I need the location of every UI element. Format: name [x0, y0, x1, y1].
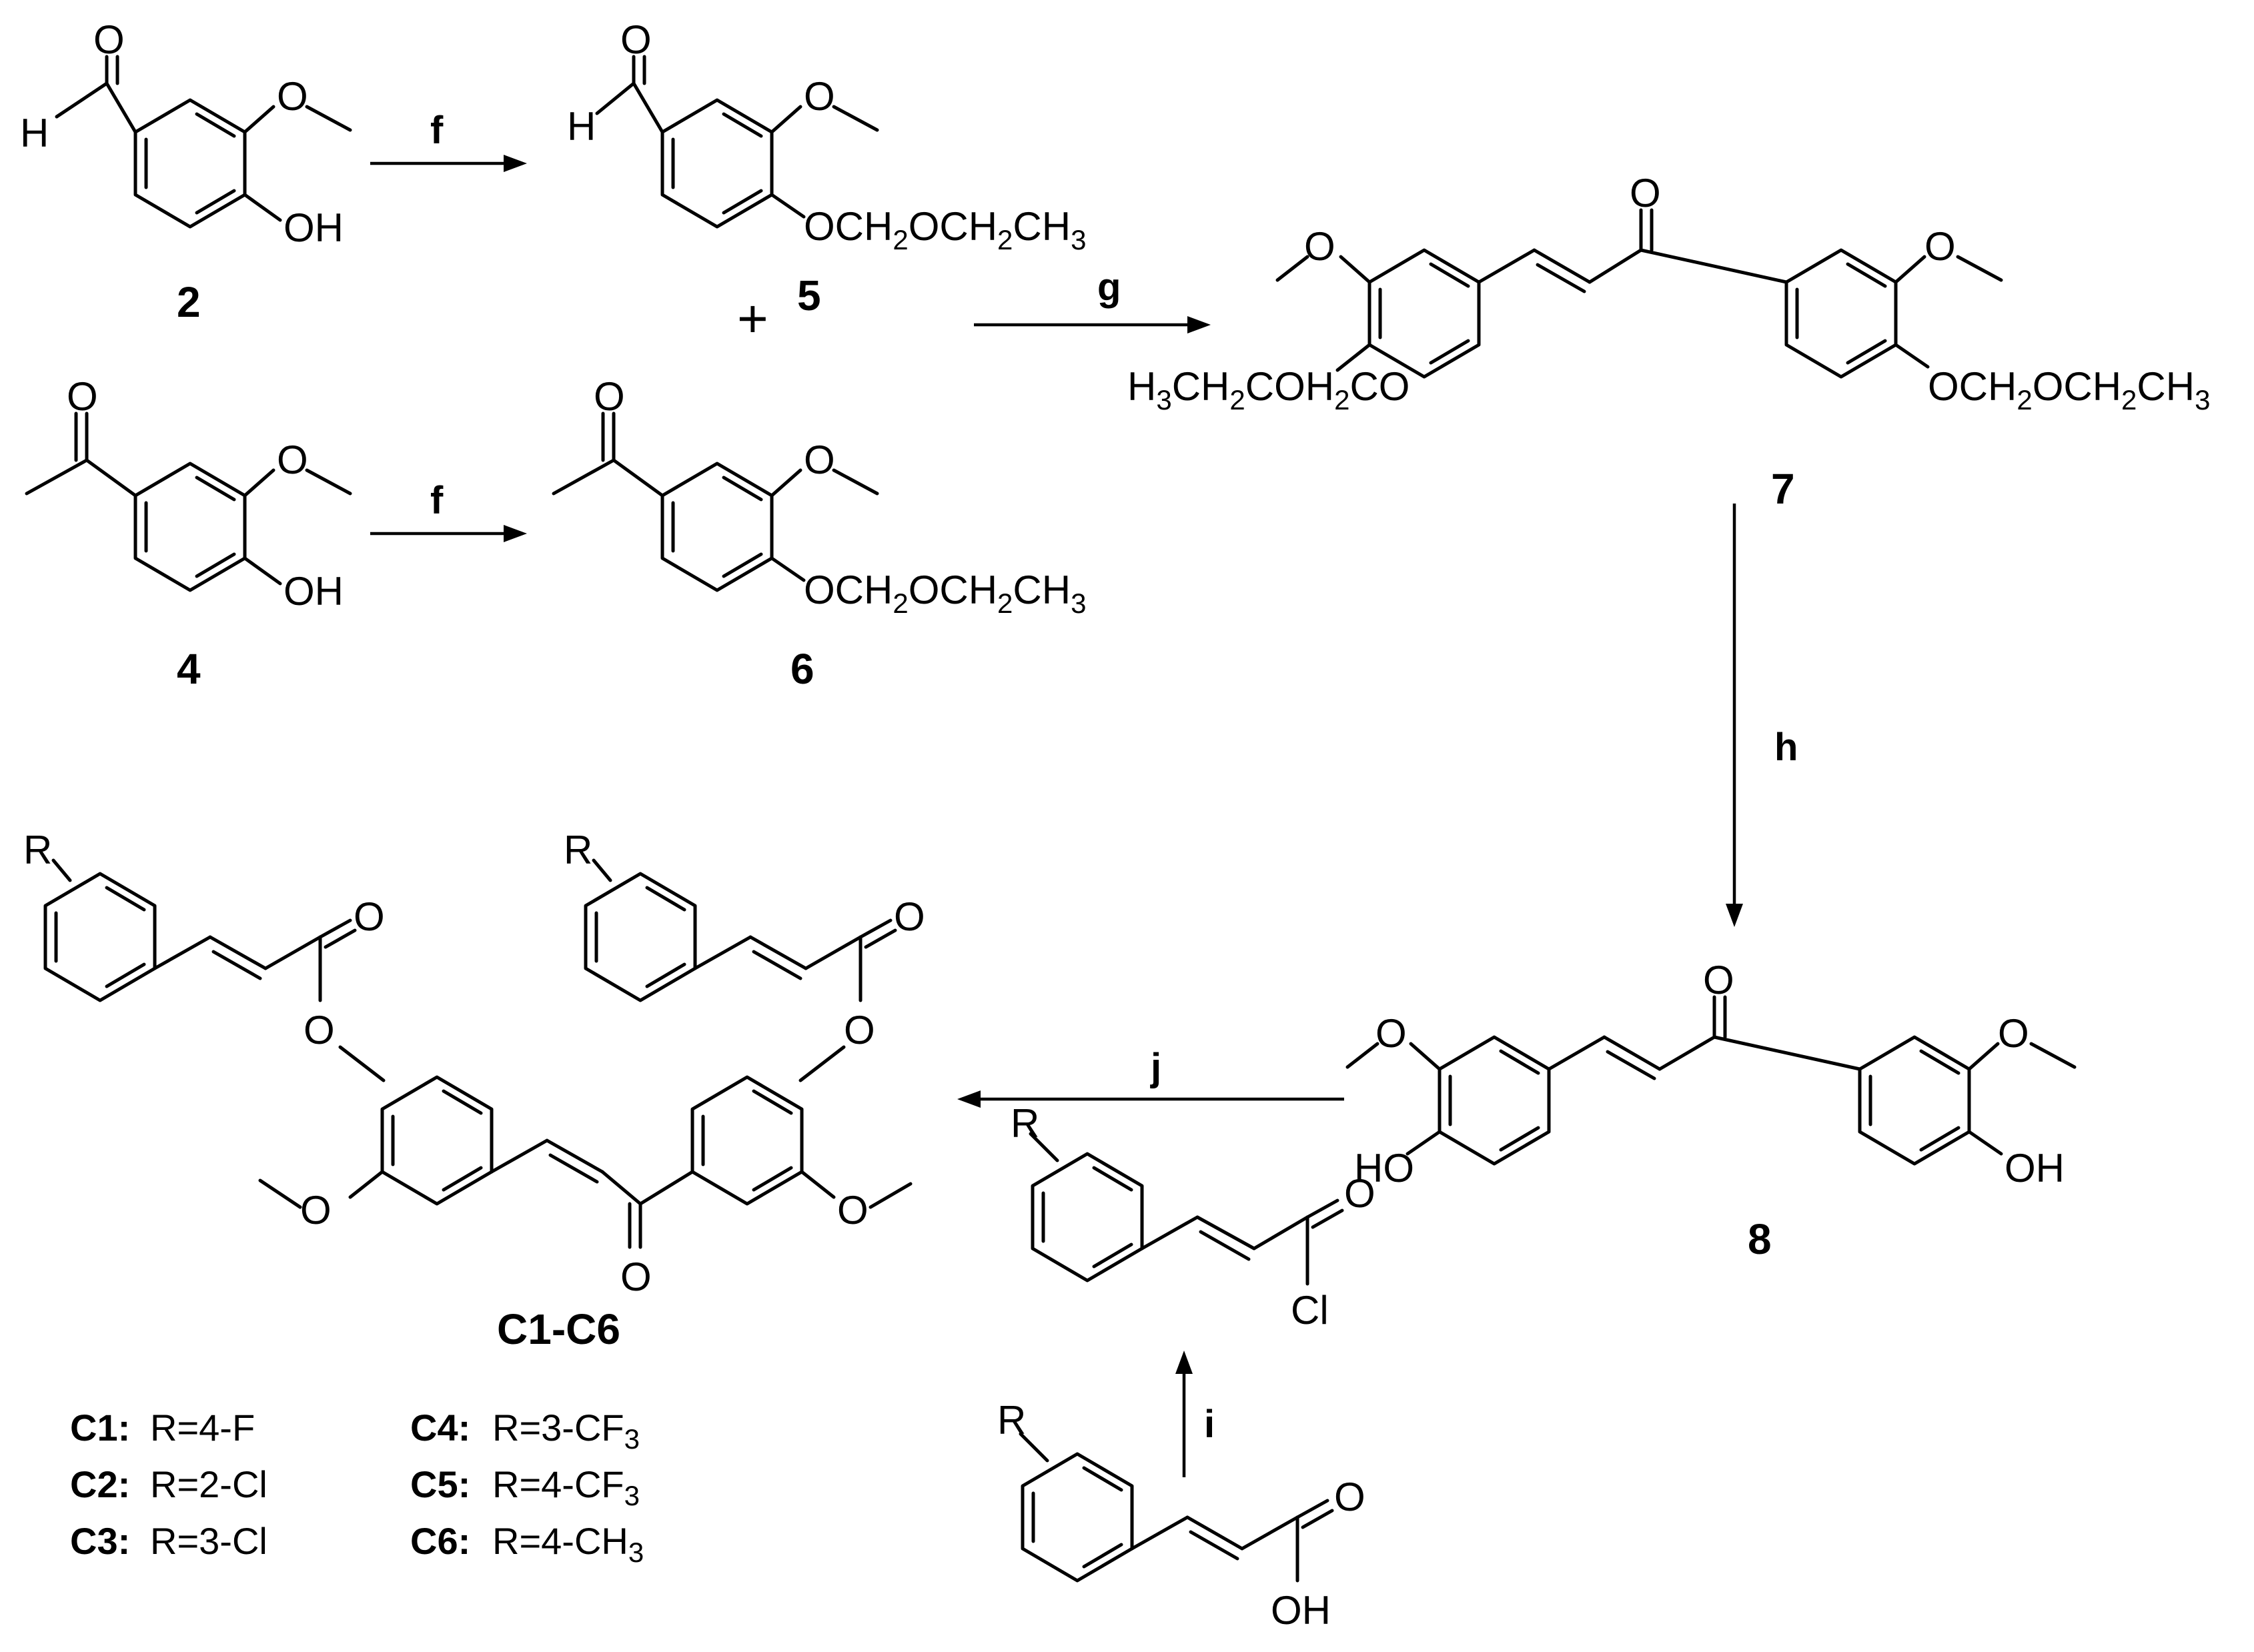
reagent-j: j	[1150, 1046, 1161, 1089]
atom-Cl: Cl	[1291, 1288, 1329, 1333]
legend-value: R=4-CH3	[492, 1520, 644, 1568]
atom-HO: HO	[1354, 1146, 1414, 1190]
atom-O: O	[1630, 171, 1661, 215]
compound-label-C1-C6: C1-C6	[497, 1305, 620, 1353]
compound-5-structure: O H O OCH2OCH2CH3 5 +	[567, 17, 1086, 348]
legend-row-C2: C2: R=2-Cl	[70, 1463, 267, 1505]
atom-O: O	[354, 894, 385, 939]
atom-O: O	[67, 374, 98, 419]
atom-R: R	[1011, 1101, 1039, 1146]
legend-id: C3:	[70, 1520, 130, 1562]
arrow-g: g	[974, 265, 1211, 333]
legend-value: R=2-Cl	[150, 1463, 267, 1505]
substituent-OCH2OCH2CH3: OCH2OCH2CH3	[804, 568, 1086, 619]
atom-O: O	[837, 1188, 869, 1232]
product-C1-C6-structure: R O O R O O O O	[23, 828, 925, 1353]
legend-row-C5: C5: R=4-CF3	[410, 1463, 640, 1511]
substituent-OCH2OCH2CH3: OCH2OCH2CH3	[1928, 364, 2210, 416]
legend-row-C4: C4: R=3-CF3	[410, 1407, 640, 1455]
legend-row-C3: C3: R=3-Cl	[70, 1520, 267, 1562]
atom-O: O	[277, 438, 308, 482]
legend-id: C1:	[70, 1407, 130, 1449]
compound-6-structure: O O OCH2OCH2CH3 6	[552, 374, 1086, 693]
atom-O: O	[894, 894, 925, 939]
legend-value: R=4-CF3	[492, 1463, 640, 1511]
reagent-f: f	[430, 109, 444, 152]
atom-O: O	[804, 438, 835, 482]
atom-O: O	[1703, 958, 1734, 1002]
reagent-f: f	[430, 479, 444, 522]
atom-O: O	[304, 1008, 335, 1052]
atom-O: O	[594, 374, 625, 419]
atom-OH: OH	[2005, 1146, 2065, 1190]
acid-chloride-structure: R O Cl	[1011, 1101, 1375, 1333]
legend-value: R=4-F	[150, 1407, 255, 1449]
atom-O: O	[844, 1008, 875, 1052]
atom-O: O	[1924, 224, 1956, 269]
arrow-f-top: f	[370, 109, 527, 172]
atom-O: O	[93, 17, 125, 62]
substituent-legend: C1: R=4-F C2: R=2-Cl C3: R=3-Cl C4: R=3-…	[70, 1407, 644, 1568]
substituent-H3CH2COH2CO: H3CH2COH2CO	[1127, 364, 1410, 416]
atom-H: H	[20, 111, 49, 155]
compound-2-structure: O H O OH 2	[20, 17, 352, 326]
atom-OH: OH	[284, 569, 344, 614]
compound-label-7: 7	[1771, 465, 1795, 513]
arrow-i: i	[1175, 1351, 1215, 1477]
reagent-h: h	[1774, 726, 1798, 769]
atom-R: R	[564, 828, 592, 872]
atom-O: O	[1375, 1011, 1407, 1056]
atom-O: O	[804, 74, 835, 119]
atom-O: O	[620, 17, 652, 62]
reagent-g: g	[1097, 265, 1121, 309]
legend-row-C1: C1: R=4-F	[70, 1407, 255, 1449]
arrow-h: h	[1726, 504, 1798, 927]
atom-O: O	[620, 1255, 652, 1299]
atom-O: O	[277, 74, 308, 119]
plus-sign: +	[737, 289, 768, 348]
atom-H: H	[567, 104, 596, 149]
atom-O: O	[1998, 1011, 2029, 1056]
legend-id: C2:	[70, 1463, 130, 1505]
atom-R: R	[23, 828, 52, 872]
compound-8-structure: O O O HO OH 8	[1345, 958, 2077, 1263]
legend-value: R=3-CF3	[492, 1407, 640, 1455]
compound-label-8: 8	[1748, 1215, 1772, 1263]
compound-label-2: 2	[177, 278, 201, 326]
atom-O: O	[1344, 1171, 1375, 1216]
atom-O: O	[1304, 224, 1335, 269]
arrow-j: j	[957, 1046, 1344, 1108]
legend-id: C5:	[410, 1463, 470, 1505]
legend-id: C6:	[410, 1520, 470, 1562]
cinnamic-acid-structure: R O OH	[997, 1398, 1365, 1633]
atom-O: O	[300, 1188, 332, 1232]
compound-label-4: 4	[177, 645, 201, 693]
substituent-OCH2OCH2CH3: OCH2OCH2CH3	[804, 204, 1086, 255]
compound-7-structure: O O O H3CH2COH2CO OCH2OCH2CH3 7	[1127, 171, 2210, 513]
atom-R: R	[997, 1398, 1026, 1443]
arrow-f-bottom: f	[370, 479, 527, 542]
legend-value: R=3-Cl	[150, 1520, 267, 1562]
reagent-i: i	[1204, 1403, 1215, 1446]
legend-row-C6: C6: R=4-CH3	[410, 1520, 644, 1568]
compound-4-structure: O O OH 4	[25, 374, 352, 693]
atom-O: O	[1334, 1475, 1365, 1519]
atom-OH: OH	[284, 205, 344, 250]
compound-label-5: 5	[797, 271, 821, 319]
compound-label-6: 6	[790, 645, 814, 693]
legend-id: C4:	[410, 1407, 470, 1449]
atom-OH: OH	[1271, 1588, 1331, 1633]
